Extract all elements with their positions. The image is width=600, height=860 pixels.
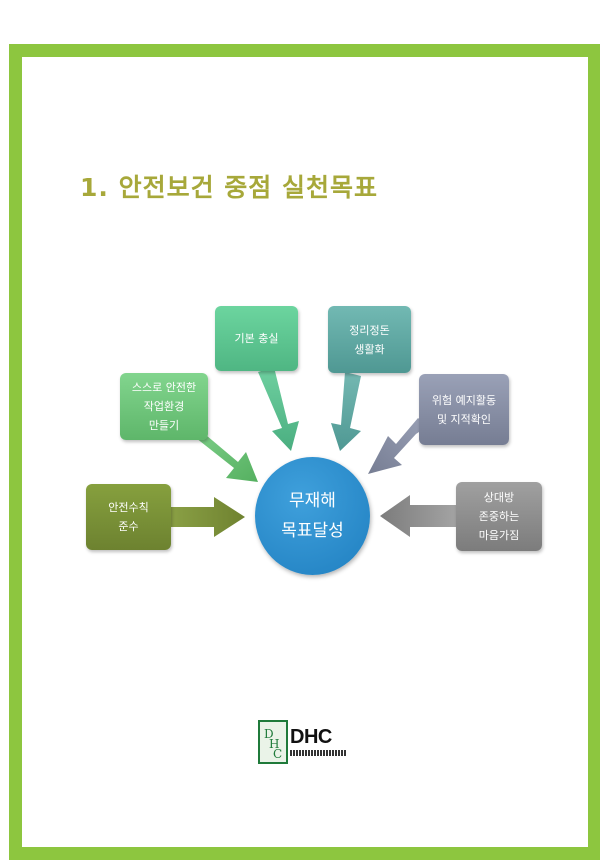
goal-node-label: 정리정돈 생활화 bbox=[349, 323, 390, 356]
svg-text:C: C bbox=[273, 747, 282, 760]
page-title: 1. 안전보건 중점 실천목표 bbox=[80, 173, 379, 202]
goal-center-label: 무재해 목표달성 bbox=[281, 491, 344, 541]
svg-text:D: D bbox=[264, 727, 274, 741]
goal-node-tidy-life: 정리정돈 생활화 bbox=[328, 306, 411, 373]
logo-wordmark: DHC bbox=[290, 726, 332, 748]
goal-node-label: 안전수칙 준수 bbox=[108, 501, 149, 533]
goal-node-basics: 기본 충실 bbox=[215, 306, 298, 371]
goal-node-safe-environment: 스스로 안전한 작업환경 만들기 bbox=[120, 373, 208, 440]
logo-subtext-strip bbox=[290, 750, 346, 756]
arrow-consideration bbox=[380, 495, 456, 537]
goal-node-label: 스스로 안전한 작업환경 만들기 bbox=[131, 381, 197, 432]
arrow-safe-environment bbox=[188, 430, 258, 482]
goal-node-risk-prediction: 위험 예지활동 및 지적확인 bbox=[419, 374, 509, 445]
goal-node-consideration: 상대방 존중하는 마음가짐 bbox=[456, 482, 542, 551]
logo-emblem-glyph: D H C bbox=[264, 727, 282, 760]
svg-text:H: H bbox=[269, 737, 279, 751]
arrow-basics bbox=[258, 367, 299, 451]
arrow-safety-rules bbox=[170, 497, 245, 537]
goal-node-safety-rules: 안전수칙 준수 bbox=[86, 484, 171, 550]
goal-node-label: 상대방 존중하는 마음가짐 bbox=[478, 491, 520, 542]
goal-node-label: 위험 예지활동 및 지적확인 bbox=[431, 393, 497, 426]
goal-center-circle: 무재해 목표달성 bbox=[255, 457, 370, 575]
goal-node-label: 기본 충실 bbox=[234, 332, 279, 345]
arrow-tidy-life bbox=[331, 372, 361, 451]
logo-emblem: D H C bbox=[258, 720, 288, 764]
company-logo: D H C DHC bbox=[258, 720, 348, 764]
arrow-risk-prediction bbox=[368, 418, 428, 474]
